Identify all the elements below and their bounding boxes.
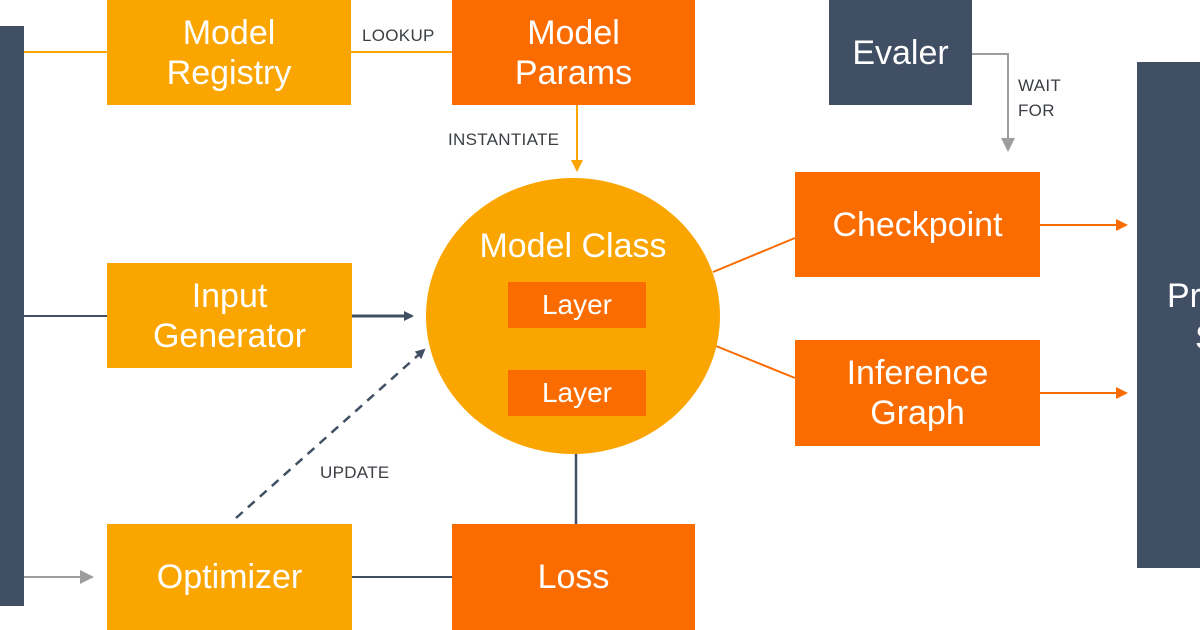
model-params-node: Model Params <box>452 0 695 105</box>
lookup-edge-label: LOOKUP <box>362 26 435 45</box>
input-generator-line-2: Generator <box>152 316 307 355</box>
for-edge-label: FOR <box>1018 101 1055 120</box>
inference-graph-node: Inference Graph <box>795 340 1040 446</box>
model-registry-line-1: Model <box>182 13 276 52</box>
left-panel-bar <box>0 26 24 606</box>
optimizer-label: Optimizer <box>156 558 303 596</box>
loss-node: Loss <box>452 524 695 630</box>
inference-graph-line-1: Inference <box>846 354 989 392</box>
loss-label: Loss <box>537 558 610 596</box>
instantiate-edge-label: INSTANTIATE <box>448 130 560 149</box>
evaler-node: Evaler <box>829 0 972 105</box>
checkpoint-label: Checkpoint <box>832 205 1003 244</box>
wait-edge-label: WAIT <box>1018 76 1062 95</box>
layer-top-node: Layer <box>508 282 646 328</box>
layer-bottom-node: Layer <box>508 370 646 416</box>
right-panel-line-1: Pr <box>1167 277 1200 315</box>
modelclass-to-inference-line <box>715 345 796 379</box>
optimizer-node: Optimizer <box>107 524 352 630</box>
update-edge-label: UPDATE <box>320 463 390 482</box>
inference-graph-line-2: Graph <box>870 394 965 432</box>
modelclass-to-checkpoint-line <box>712 237 796 273</box>
input-generator-node: Input Generator <box>107 263 352 368</box>
model-registry-line-2: Registry <box>166 53 292 92</box>
checkpoint-node: Checkpoint <box>795 172 1040 277</box>
model-params-line-2: Params <box>514 53 633 92</box>
model-class-label: Model Class <box>479 227 667 265</box>
evaler-label: Evaler <box>852 33 949 72</box>
model-params-line-1: Model <box>527 13 620 52</box>
right-panel-partial: Pr S <box>1137 62 1200 568</box>
right-panel-line-2: S <box>1195 318 1200 358</box>
model-registry-node: Model Registry <box>107 0 351 105</box>
evaler-to-checkpoint-arrow <box>972 53 1015 152</box>
input-generator-line-1: Input <box>191 276 268 315</box>
optimizer-update-arrow <box>235 348 426 519</box>
